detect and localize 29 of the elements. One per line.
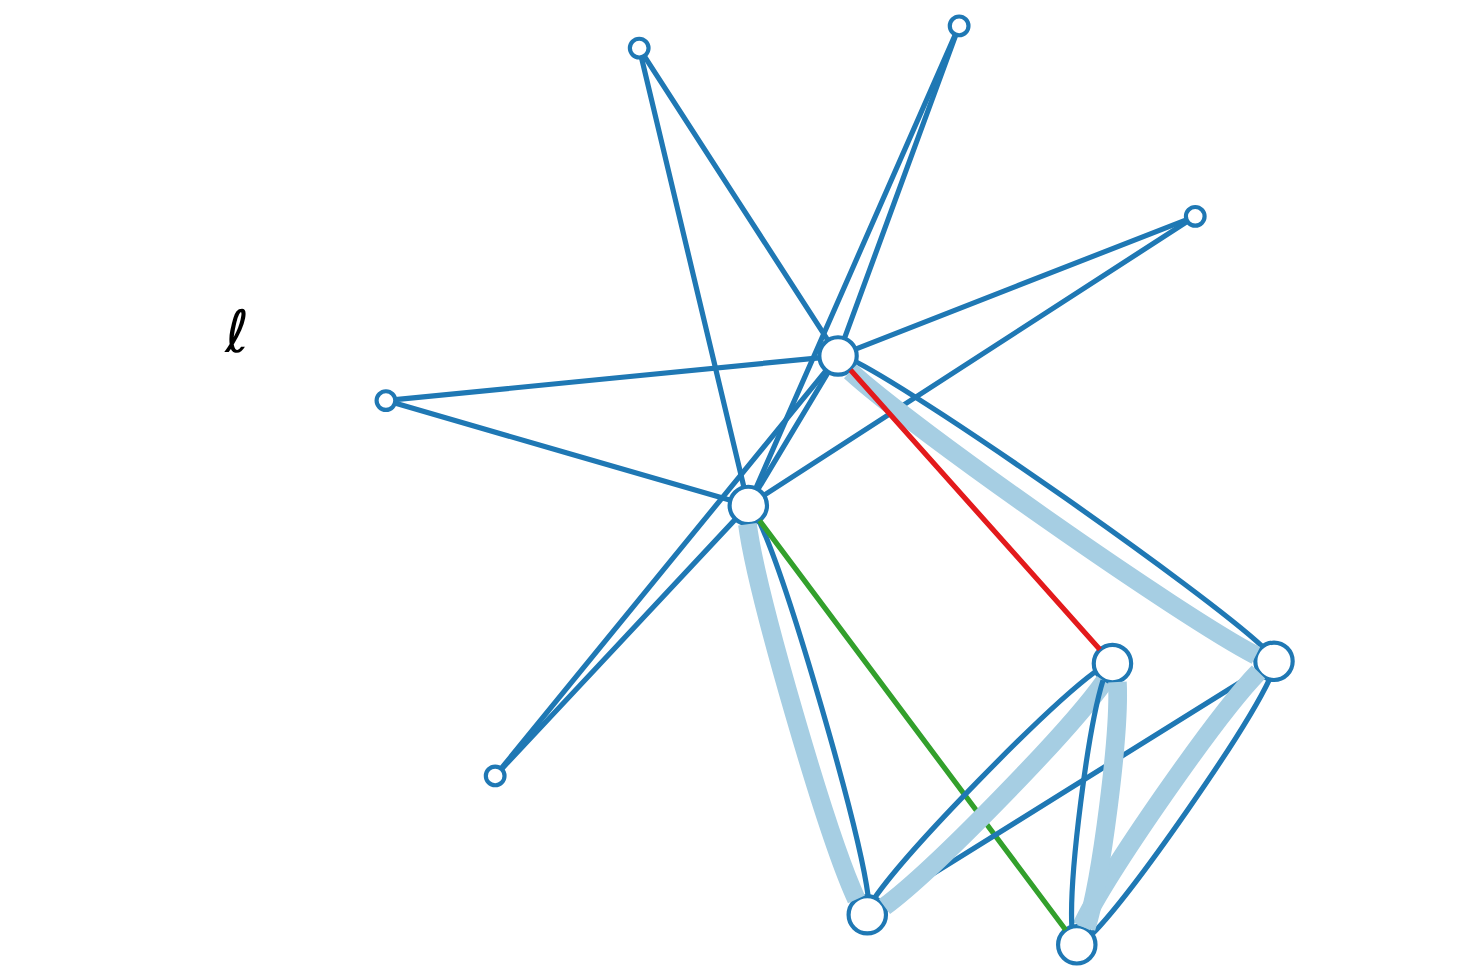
node-circle [627,36,651,60]
connector [498,369,828,770]
connector [756,520,871,897]
connector [641,54,829,341]
connector [1076,681,1127,931]
connector [394,355,819,403]
label: ℓ [224,297,249,366]
connector [854,217,1187,352]
node-circle [1055,924,1098,966]
connector [638,57,746,488]
connector [737,522,865,903]
node-circle [374,389,397,412]
node-circle [846,893,888,936]
connector [753,34,957,490]
node-circle [1252,640,1295,683]
node-circle [1183,204,1207,228]
connector [394,400,730,503]
connector [1072,665,1265,931]
connector [762,219,1188,498]
connector [1068,679,1106,927]
connector [848,368,1102,652]
node-circle [483,764,507,788]
node-circle [816,335,859,377]
node-circle [727,484,769,527]
node-circle [1091,642,1133,685]
connector [1090,678,1272,936]
connector [872,669,1096,899]
node-circle [947,14,971,38]
connector [757,519,1068,932]
